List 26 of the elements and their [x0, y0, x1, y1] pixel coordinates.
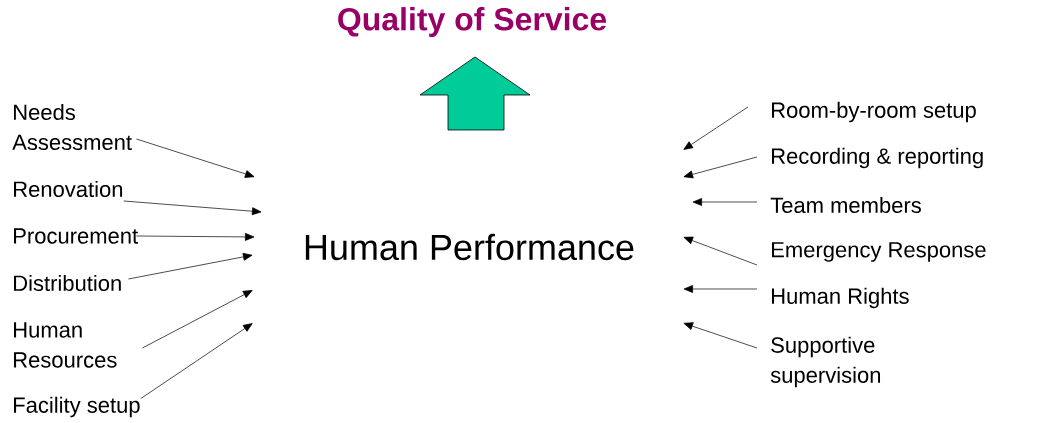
arrow: [128, 252, 253, 280]
item-label: Room-by-room setup: [772, 101, 976, 123]
item-label: Human Resources: [14, 322, 117, 368]
arrow: [692, 198, 758, 206]
arrow: [683, 322, 758, 349]
arrow: [683, 236, 758, 266]
item-label: Facility setup: [14, 396, 140, 418]
arrow: [683, 106, 749, 150]
arrow: [123, 200, 262, 216]
item-label: Supportive supervision: [770, 336, 880, 388]
arrow: [683, 285, 758, 293]
central-label: Human Performance: [305, 233, 634, 261]
title: Quality of Service: [338, 7, 607, 37]
item-label: Recording & reporting: [772, 147, 983, 169]
item-label: Renovation: [14, 180, 123, 198]
arrow: [136, 233, 255, 241]
arrow: [683, 156, 758, 179]
item-label: Human Rights: [772, 287, 909, 309]
arrow: [140, 323, 253, 399]
item-label: Procurement: [14, 228, 138, 244]
item-label: Emergency Response: [772, 242, 986, 262]
arrow: [136, 138, 255, 178]
item-label: Distribution: [14, 274, 121, 292]
item-label: Team members: [770, 196, 921, 214]
arrow: [142, 290, 253, 349]
item-label: Needs Assessment: [12, 103, 132, 151]
